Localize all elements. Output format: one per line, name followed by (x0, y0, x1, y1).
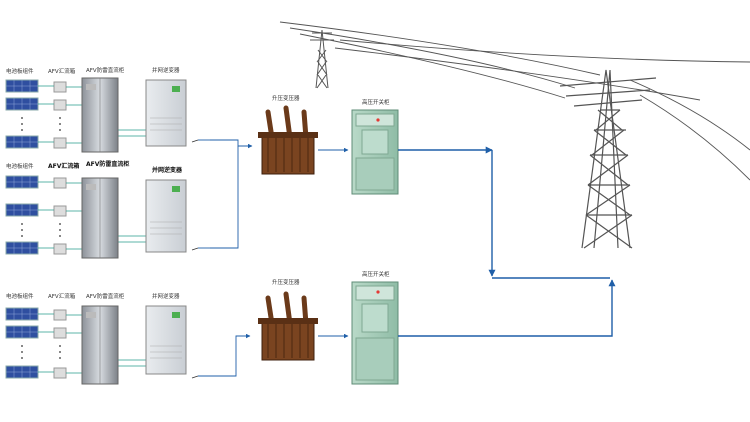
small-tower-icon (310, 29, 334, 89)
transformer-bottom: 升压变压器 (258, 278, 318, 361)
inverter-icon (145, 179, 187, 253)
label-dc-cabinet: AFV防雷直流柜 (86, 66, 125, 74)
dc-cabinet-icon (81, 177, 119, 259)
label-inverter: 并网逆变器 (152, 166, 183, 174)
switchgear-top: 高压开关柜 (351, 98, 399, 195)
label-inverter: 并网逆变器 (152, 292, 180, 300)
solar-panel-icon (5, 241, 39, 255)
ellipsis-dots (21, 223, 23, 237)
label-pv-array: 电池板组件 (6, 162, 34, 170)
row-3: 电池板组件 AFV汇流箱 AFV防雷直流柜 并网逆变器 (5, 292, 251, 385)
solar-panel-icon (5, 325, 39, 339)
dc-connections (38, 181, 146, 250)
label-transformer: 升压变压器 (272, 278, 300, 286)
dc-connections (38, 85, 146, 144)
switchgear-icon (351, 281, 399, 385)
solar-panel-icon (5, 79, 39, 93)
combiner-box-icon (53, 367, 67, 379)
label-inverter: 并网逆变器 (152, 66, 180, 74)
ellipsis-dots (59, 345, 61, 359)
ellipsis-dots (59, 223, 61, 237)
label-pv-array: 电池板组件 (6, 67, 34, 75)
label-switchgear: 高压开关柜 (362, 270, 390, 278)
solar-panel-icon (5, 175, 39, 189)
ellipsis-dots (21, 345, 23, 359)
solar-panel-icon (5, 365, 39, 379)
ac-connections (210, 139, 349, 339)
dc-connections (38, 313, 146, 374)
combiner-box-icon (53, 81, 67, 93)
ellipsis-dots (59, 117, 61, 131)
switchgear-bottom: 高压开关柜 (351, 270, 399, 385)
transformer-icon (258, 291, 318, 361)
label-combiner: AFV汇流箱 (48, 292, 76, 300)
label-dc-cabinet: AFV防雷直流柜 (86, 292, 125, 300)
combiner-box-icon (53, 137, 67, 149)
row-2: 电池板组件 AFV汇流箱 AFV防雷直流柜 并网逆变器 (5, 160, 210, 259)
label-combiner: AFV汇流箱 (48, 67, 76, 75)
solar-panel-icon (5, 307, 39, 321)
label-dc-cabinet: AFV防雷直流柜 (86, 160, 129, 168)
transmission-tower-icon (559, 69, 657, 249)
power-lines (279, 21, 750, 181)
solar-panel-icon (5, 203, 39, 217)
label-combiner: AFV汇流箱 (48, 162, 79, 170)
combiner-box-icon (53, 309, 67, 321)
solar-panel-icon (5, 135, 39, 149)
grid-connections (398, 146, 616, 337)
dc-cabinet-icon (81, 77, 119, 153)
combiner-box-icon (53, 99, 67, 111)
switchgear-icon (351, 109, 399, 195)
inverter-icon (145, 79, 187, 147)
transformer-icon (258, 105, 318, 175)
row-1: 电池板组件 AFV汇流箱 AFV防雷直流柜 并网逆变器 (5, 66, 210, 153)
combiner-box-icon (53, 205, 67, 217)
label-transformer: 升压变压器 (272, 94, 300, 102)
solar-panel-icon (5, 97, 39, 111)
label-switchgear: 高压开关柜 (362, 98, 390, 106)
combiner-box-icon (53, 327, 67, 339)
label-pv-array: 电池板组件 (6, 292, 34, 300)
ellipsis-dots (21, 117, 23, 131)
combiner-box-icon (53, 243, 67, 255)
transformer-top: 升压变压器 (258, 94, 318, 175)
inverter-icon (145, 305, 187, 375)
combiner-box-icon (53, 177, 67, 189)
dc-cabinet-icon (81, 305, 119, 385)
